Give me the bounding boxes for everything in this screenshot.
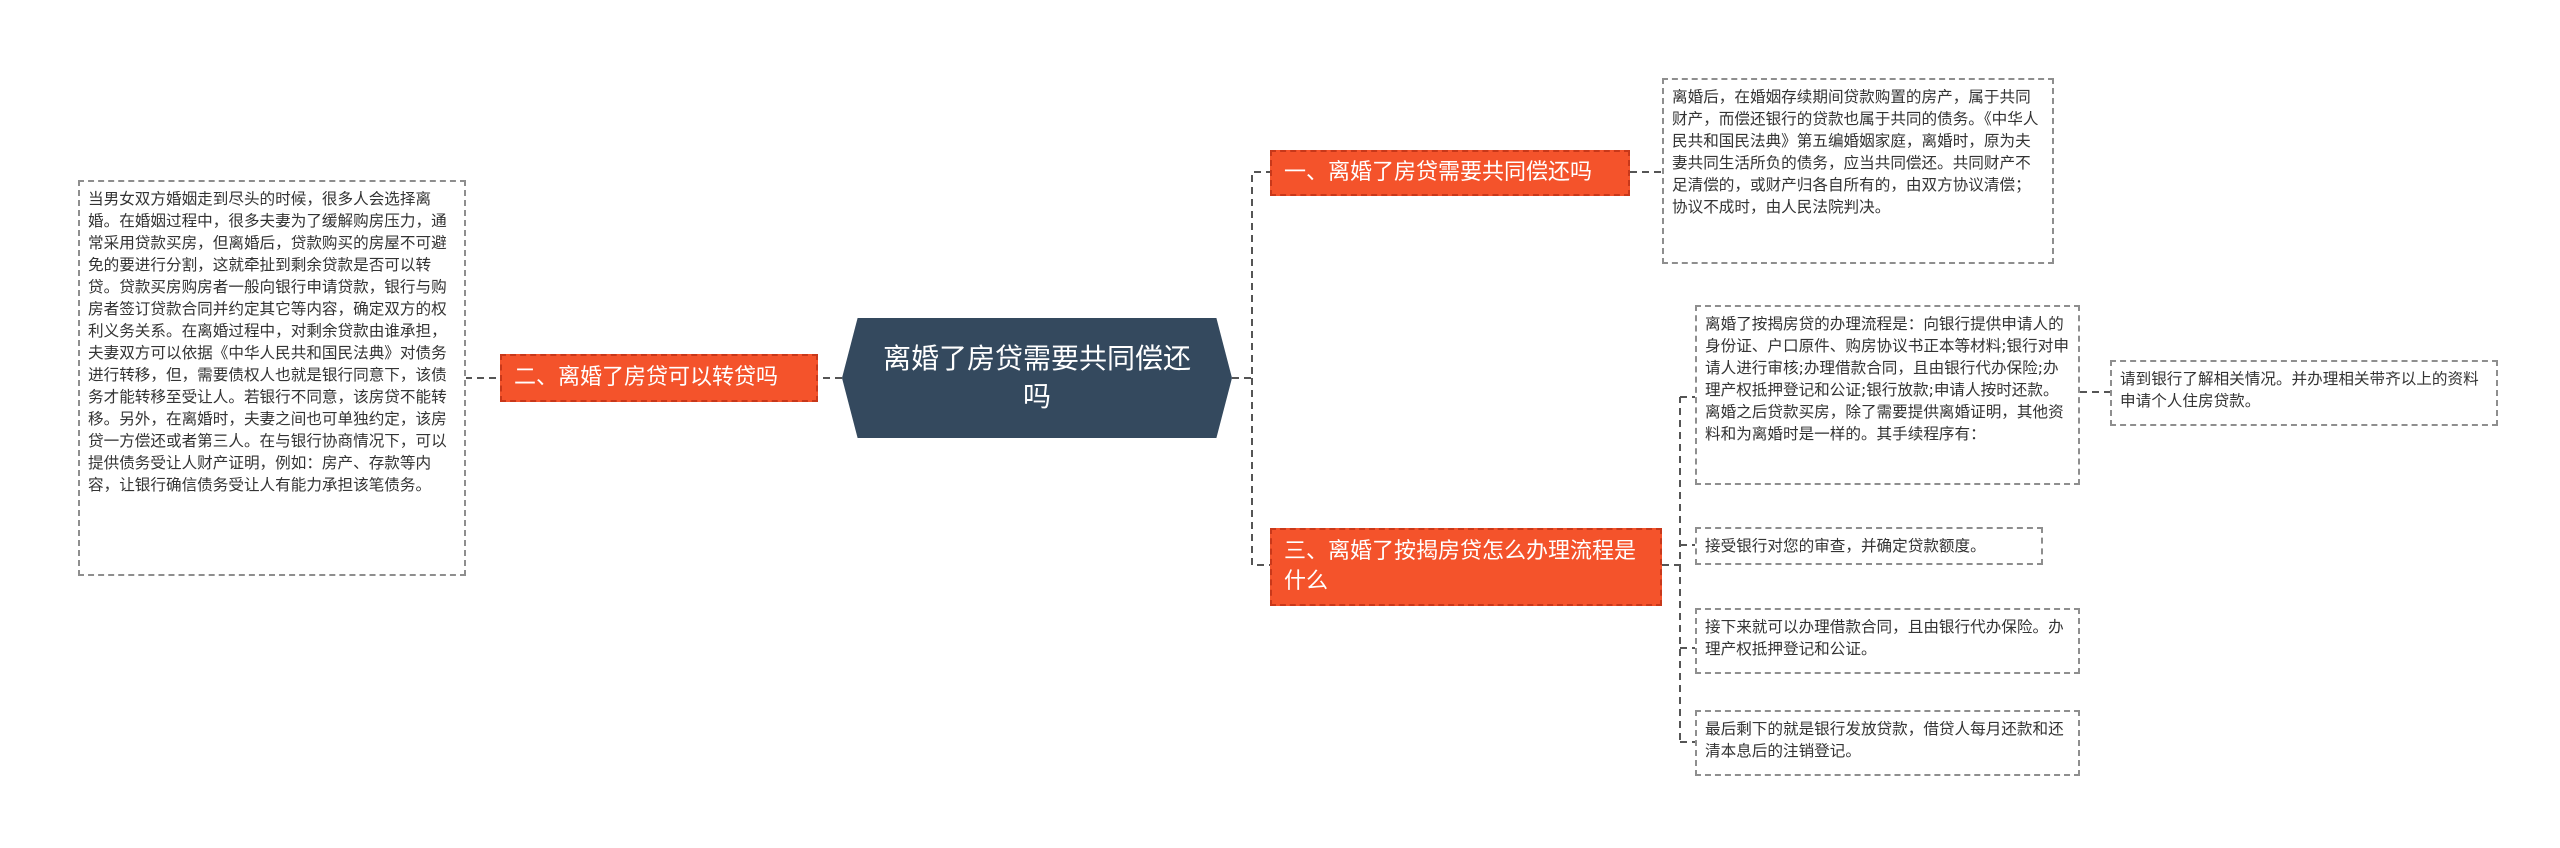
branch-3-leaf-1-child: 请到银行了解相关情况。并办理相关带齐以上的资料申请个人住房贷款。 [2110, 360, 2498, 426]
leaf-text: 当男女双方婚姻走到尽头的时候，很多人会选择离婚。在婚姻过程中，很多夫妻为了缓解购… [88, 190, 447, 494]
leaf-text: 接受银行对您的审查，并确定贷款额度。 [1705, 537, 1986, 555]
leaf-text: 最后剩下的就是银行发放贷款，借贷人每月还款和还清本息后的注销登记。 [1705, 720, 2064, 760]
leaf-text: 接下来就可以办理借款合同，且由银行代办保险。办理产权抵押登记和公证。 [1705, 618, 2064, 658]
leaf-text: 离婚了按揭房贷的办理流程是：向银行提供申请人的身份证、户口原件、购房协议书正本等… [1705, 315, 2069, 443]
branch-3-leaf-2: 接受银行对您的审查，并确定贷款额度。 [1695, 527, 2043, 565]
branch-2-leaf-1: 当男女双方婚姻走到尽头的时候，很多人会选择离婚。在婚姻过程中，很多夫妻为了缓解购… [78, 180, 466, 576]
central-topic-title: 离婚了房贷需要共同偿还吗 [882, 342, 1191, 413]
branch-1-leaf-1: 离婚后，在婚姻存续期间贷款购置的房产，属于共同财产，而偿还银行的贷款也属于共同的… [1662, 78, 2054, 264]
branch-3: 三、离婚了按揭房贷怎么办理流程是什么 [1270, 528, 1662, 606]
branch-3-leaf-4: 最后剩下的就是银行发放贷款，借贷人每月还款和还清本息后的注销登记。 [1695, 710, 2080, 776]
branch-1-label: 一、离婚了房贷需要共同偿还吗 [1284, 160, 1593, 185]
leaf-text: 请到银行了解相关情况。并办理相关带齐以上的资料申请个人住房贷款。 [2120, 370, 2479, 410]
branch-3-label: 三、离婚了按揭房贷怎么办理流程是什么 [1284, 539, 1637, 594]
branch-1: 一、离婚了房贷需要共同偿还吗 [1270, 150, 1630, 196]
branch-2-label: 二、离婚了房贷可以转贷吗 [514, 365, 779, 390]
branch-3-leaf-1: 离婚了按揭房贷的办理流程是：向银行提供申请人的身份证、户口原件、购房协议书正本等… [1695, 305, 2080, 485]
leaf-text: 离婚后，在婚姻存续期间贷款购置的房产，属于共同财产，而偿还银行的贷款也属于共同的… [1672, 88, 2039, 216]
branch-3-leaf-3: 接下来就可以办理借款合同，且由银行代办保险。办理产权抵押登记和公证。 [1695, 608, 2080, 674]
central-topic: 离婚了房贷需要共同偿还吗 [842, 318, 1232, 438]
branch-2: 二、离婚了房贷可以转贷吗 [500, 354, 818, 402]
